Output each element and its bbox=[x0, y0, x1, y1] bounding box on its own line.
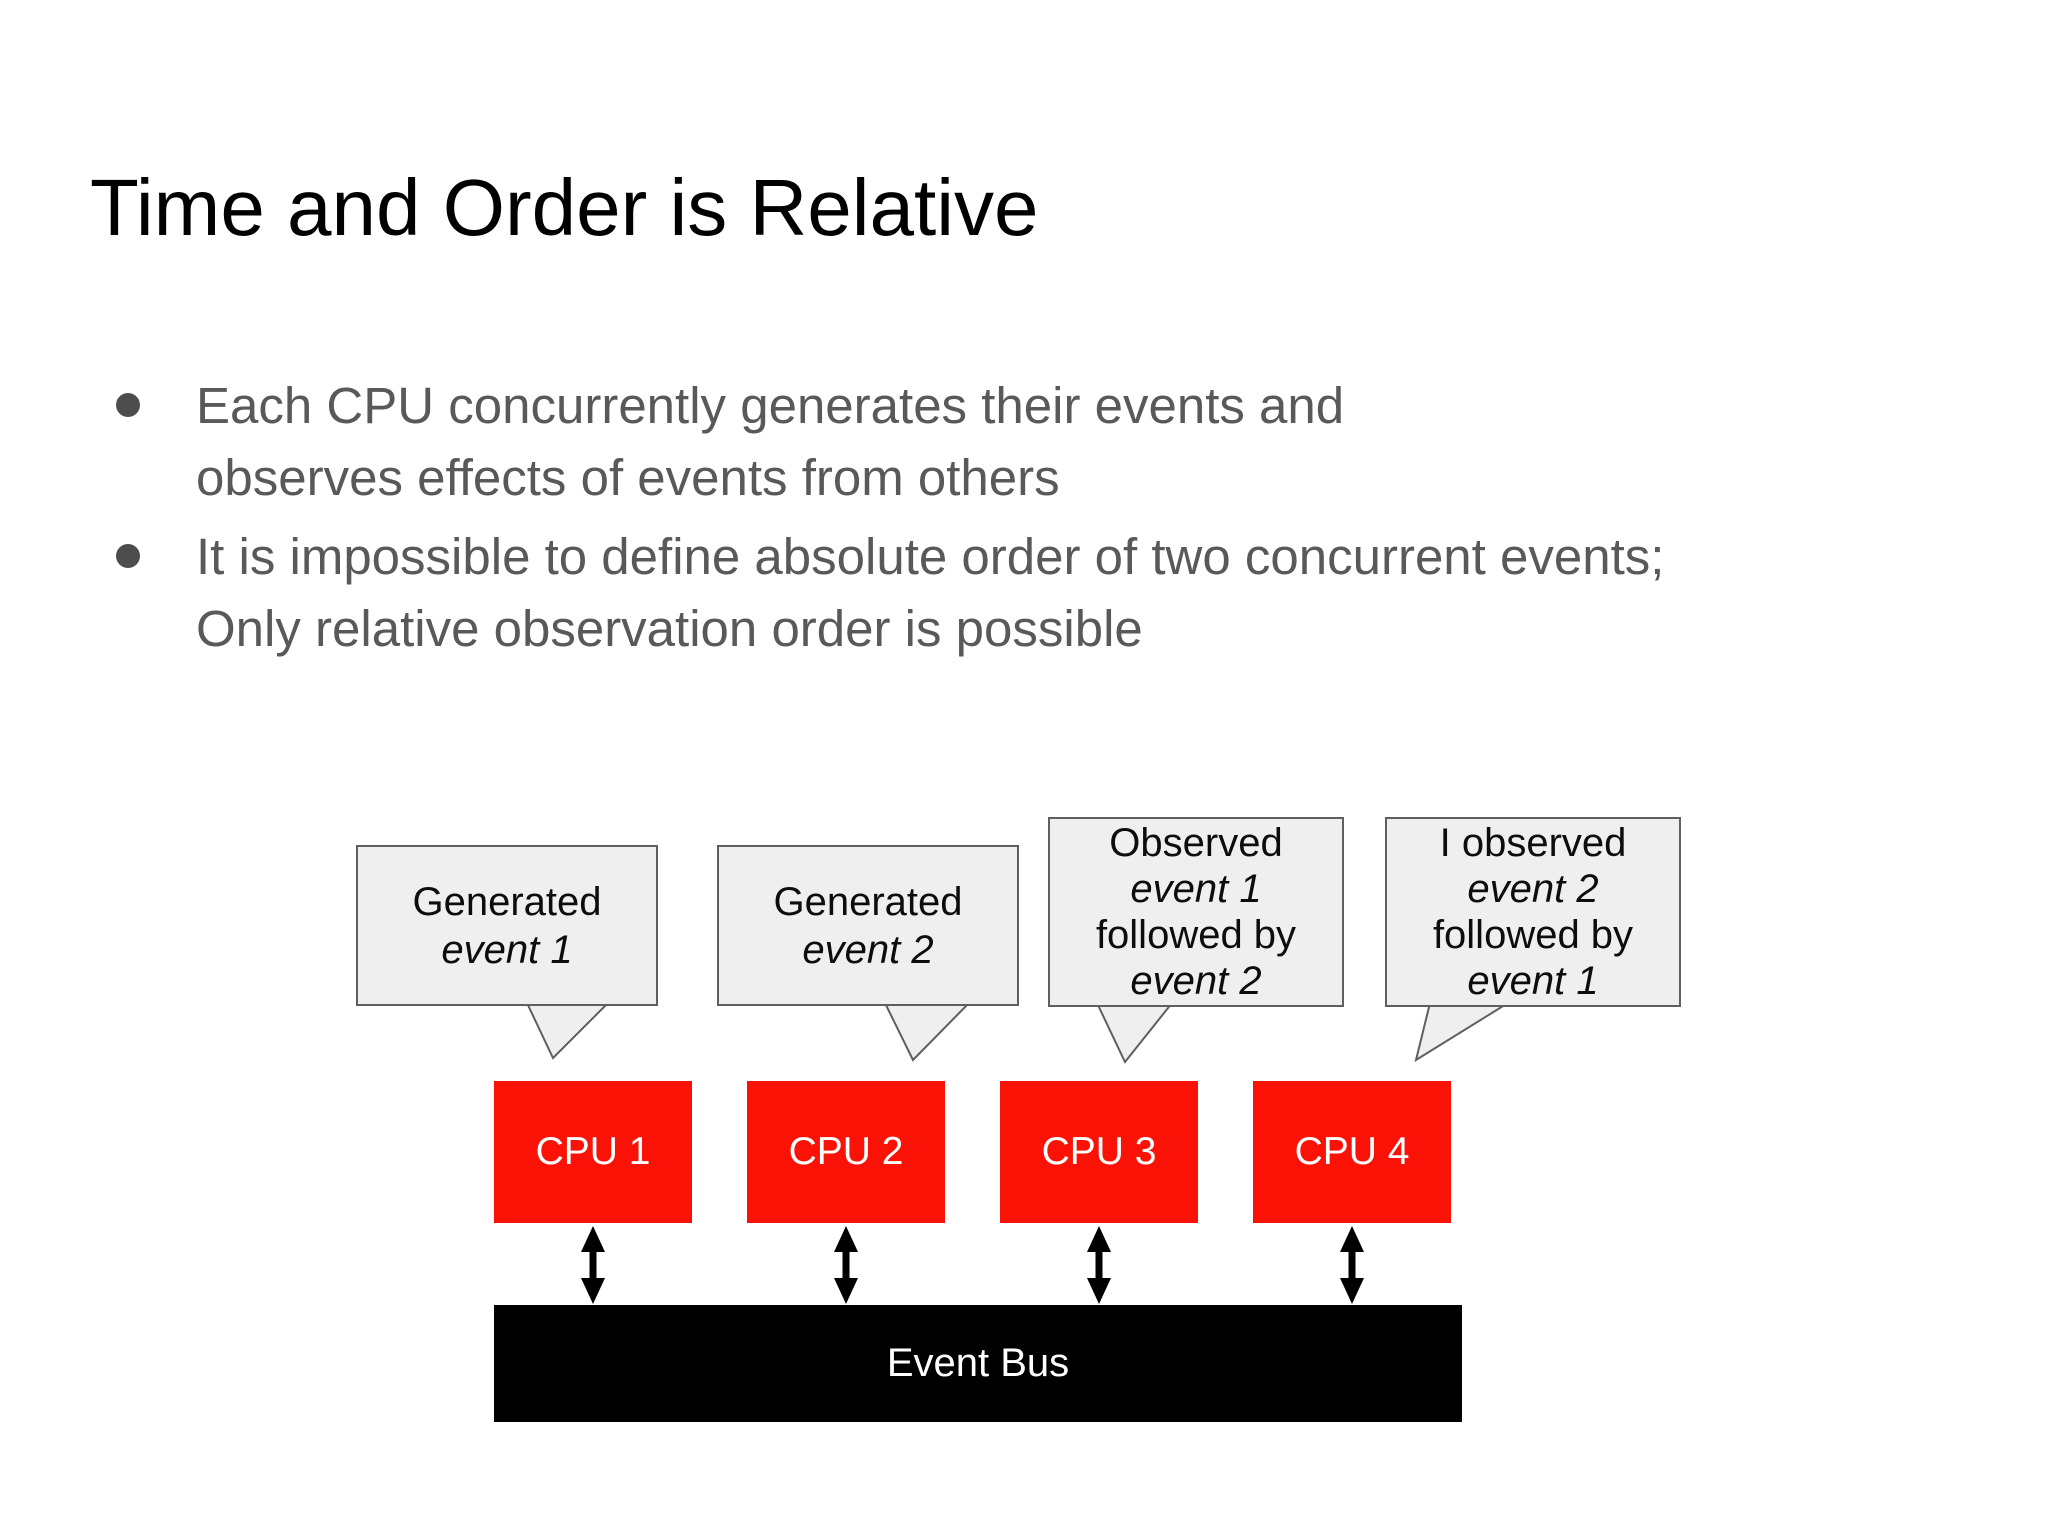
bubble-line: event 1 bbox=[1467, 959, 1599, 1003]
bubble-line: followed by bbox=[1432, 913, 1634, 957]
bubble-line: event 1 bbox=[441, 927, 573, 972]
cpu-label: CPU 2 bbox=[788, 1130, 904, 1173]
bubble-line: event 1 bbox=[1130, 867, 1262, 911]
cpu1-box: CPU 1 bbox=[494, 1081, 692, 1223]
bullet-item: Each CPU concurrently generates their ev… bbox=[116, 370, 1676, 514]
event-bus-bar: Event Bus bbox=[494, 1305, 1462, 1422]
cpu-label: CPU 4 bbox=[1294, 1130, 1410, 1173]
cpu4-box: CPU 4 bbox=[1253, 1081, 1451, 1223]
bullet-dot-icon bbox=[116, 544, 140, 568]
bullet-text: Each CPU concurrently generates their ev… bbox=[196, 370, 1344, 514]
speech-bubble-cpu4: I observed event 2 followed by event 1 bbox=[1385, 817, 1681, 1007]
double-arrow-icon bbox=[1087, 1226, 1111, 1304]
bubble-line: Generated bbox=[773, 879, 963, 924]
bullet-dot-icon bbox=[116, 393, 140, 417]
bubble-line: Observed bbox=[1109, 821, 1283, 865]
double-arrow-icon bbox=[1340, 1226, 1364, 1304]
cpu-label: CPU 3 bbox=[1041, 1130, 1157, 1173]
page-title: Time and Order is Relative bbox=[90, 163, 1039, 252]
cpu-label: CPU 1 bbox=[535, 1130, 651, 1173]
bubble-line: followed by bbox=[1095, 913, 1297, 957]
double-arrow-icon bbox=[834, 1226, 858, 1304]
bullet-line: Each CPU concurrently generates their ev… bbox=[196, 377, 1345, 434]
bullet-line: It is impossible to define absolute orde… bbox=[196, 528, 1665, 585]
cpu2-box: CPU 2 bbox=[747, 1081, 945, 1223]
speech-bubble-cpu1: Generated event 1 bbox=[356, 845, 658, 1006]
bullet-list: Each CPU concurrently generates their ev… bbox=[116, 370, 1676, 665]
cpu3-box: CPU 3 bbox=[1000, 1081, 1198, 1223]
bullet-item: It is impossible to define absolute orde… bbox=[116, 521, 1676, 665]
event-bus-label: Event Bus bbox=[886, 1341, 1070, 1385]
bubble-tail bbox=[1414, 1002, 1509, 1063]
bubble-tail bbox=[884, 1002, 970, 1062]
bullet-text: It is impossible to define absolute orde… bbox=[196, 521, 1664, 665]
speech-bubble-cpu3: Observed event 1 followed by event 2 bbox=[1048, 817, 1344, 1007]
bubble-line: event 2 bbox=[1467, 867, 1599, 911]
bubble-line: Generated bbox=[412, 879, 602, 924]
bubble-tail bbox=[1096, 1002, 1173, 1064]
bullet-line: observes effects of events from others bbox=[196, 449, 1060, 506]
bullet-line: Only relative observation order is possi… bbox=[196, 600, 1143, 657]
bubble-line: event 2 bbox=[802, 927, 934, 972]
bubble-line: I observed bbox=[1439, 821, 1627, 865]
bubble-line: event 2 bbox=[1130, 959, 1262, 1003]
double-arrow-icon bbox=[581, 1226, 605, 1304]
speech-bubble-cpu2: Generated event 2 bbox=[717, 845, 1019, 1006]
bubble-tail bbox=[526, 1002, 609, 1060]
